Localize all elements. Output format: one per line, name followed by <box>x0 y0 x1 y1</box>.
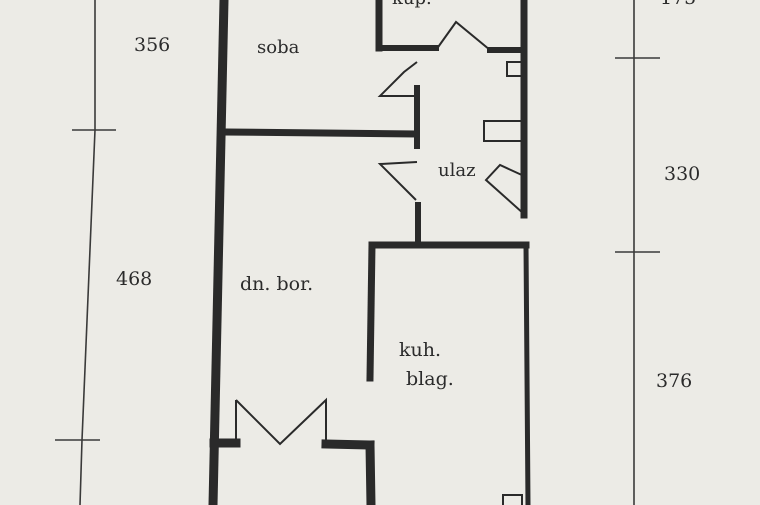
kitchen-left-wall <box>366 241 376 382</box>
dimension-left-356: 356 <box>134 34 170 56</box>
fixtures <box>483 61 525 505</box>
boravak-door <box>377 161 418 201</box>
left-dimension-line <box>55 0 116 505</box>
bathroom-door <box>435 20 491 51</box>
dimension-right-175: 175 <box>660 0 696 9</box>
room-label-dn-bor: dn. bor. <box>240 273 313 295</box>
right-exterior-wall-bottom <box>523 242 531 505</box>
right-dimension-line <box>615 0 660 505</box>
meter-box-2 <box>502 494 523 505</box>
doors <box>235 20 525 446</box>
balcony-right-wall <box>365 440 376 505</box>
dimension-right-330: 330 <box>664 163 700 185</box>
left-exterior-wall <box>208 0 229 505</box>
dimension-left-468: 468 <box>116 268 152 290</box>
room-label-blag: blag. <box>406 368 454 390</box>
dimension-right-376: 376 <box>656 370 692 392</box>
cabinet-box <box>483 120 525 142</box>
meter-box-1 <box>506 61 525 77</box>
room-label-bathroom: kup. <box>392 0 432 9</box>
room-label-ulaz: ulaz <box>438 160 476 181</box>
soba-door <box>377 61 418 97</box>
balcony-right-stub <box>321 439 375 450</box>
balcony-double-door <box>235 397 327 446</box>
room-label-soba: soba <box>257 37 300 58</box>
room-label-kuh: kuh. <box>399 339 441 361</box>
soba-boravak-wall <box>222 128 418 138</box>
entrance-door <box>484 163 525 215</box>
walls <box>208 0 531 505</box>
